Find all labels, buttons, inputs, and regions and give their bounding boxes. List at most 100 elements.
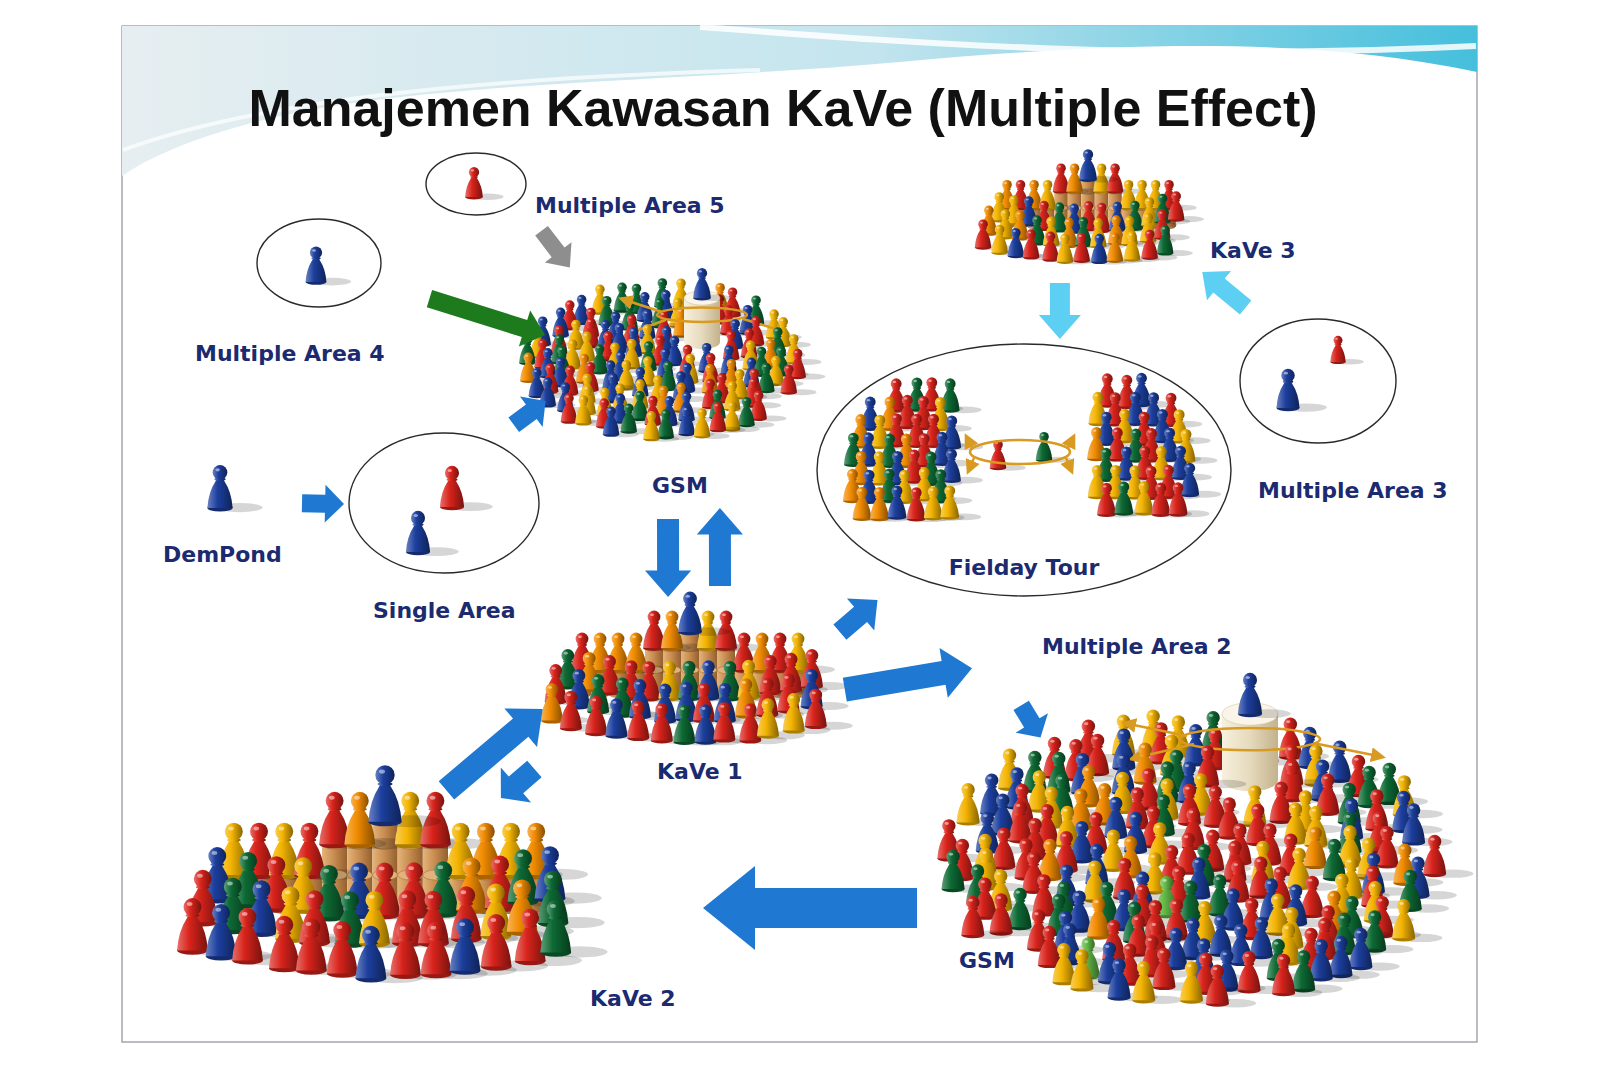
fieldday-ellipse: Fielday Tour [815, 342, 1233, 598]
pawn [780, 364, 816, 395]
pawn [1170, 409, 1211, 444]
node-label: Fielday Tour [949, 554, 1100, 582]
pawn [710, 402, 746, 433]
pawn [915, 467, 956, 502]
pawn [390, 922, 457, 979]
pawn [1107, 233, 1143, 264]
pawn [941, 378, 982, 413]
header-swoosh [700, 27, 1476, 52]
pawn [1238, 673, 1291, 718]
block-arrow [843, 648, 972, 701]
pawn [296, 918, 363, 975]
pawn [870, 487, 911, 522]
pawn [1157, 225, 1193, 256]
pawn [1114, 481, 1155, 516]
block-arrow [697, 508, 743, 586]
pawn [1423, 835, 1473, 878]
pawn [1057, 234, 1093, 265]
pawn [1008, 228, 1044, 259]
kave-crowd: KaVe 1 [545, 600, 830, 788]
pawn [908, 377, 949, 412]
block-arrow [302, 485, 344, 523]
pawn [657, 409, 693, 440]
pawn [1168, 191, 1204, 222]
pawn [1243, 785, 1293, 828]
dempond-pawn: DemPond [160, 455, 290, 575]
pawn [629, 679, 677, 720]
pawn [1164, 928, 1214, 971]
pawn [1151, 483, 1192, 518]
pawn [961, 896, 1011, 939]
gsm-crowd: GSM [940, 740, 1450, 1020]
pawn [327, 921, 394, 978]
pawn [579, 374, 615, 405]
slide-frame [122, 26, 1477, 1042]
pawn [713, 702, 761, 743]
pawn [942, 449, 983, 484]
block-arrow [645, 519, 691, 597]
pawn [888, 485, 929, 520]
pawn [1073, 233, 1109, 264]
pawn [1363, 910, 1413, 953]
pawn [1349, 928, 1399, 971]
pawn [805, 689, 853, 730]
pawn [750, 391, 786, 422]
pawn [1079, 149, 1118, 182]
pawn [1155, 876, 1205, 919]
pawn [451, 886, 518, 943]
pawn [1006, 195, 1042, 226]
pawn [651, 703, 699, 744]
block-arrow [833, 599, 877, 640]
pawn [853, 487, 894, 522]
pawn [1141, 230, 1177, 261]
header-wave [122, 26, 1477, 176]
pawn [306, 246, 352, 285]
pawn [735, 678, 783, 719]
pawn [418, 891, 485, 948]
area-circle: Multiple Area 3 [1235, 315, 1475, 510]
pawn [694, 408, 730, 439]
pawn [1292, 950, 1342, 993]
node-label: DemPond [163, 541, 282, 569]
pawn [1272, 954, 1322, 997]
kave-crowd: KaVe 3 [980, 145, 1320, 270]
outline-ellipse [426, 153, 526, 215]
area-pawn: Multiple Area 2 [975, 625, 1265, 695]
pawn [783, 693, 831, 734]
pawn-layer [177, 149, 1473, 1007]
pawn [789, 349, 825, 380]
pawn [991, 192, 1027, 223]
node-label: GSM [959, 947, 1015, 975]
gsm-crowd: GSM [548, 270, 810, 505]
pawn [1402, 803, 1452, 846]
pawn [269, 916, 336, 973]
orbit-ring [966, 436, 1074, 472]
pawn [465, 167, 503, 200]
outline-ellipse [257, 219, 381, 307]
pawn [1137, 768, 1187, 811]
pawn [1098, 373, 1139, 408]
outline-ellipse [1240, 319, 1396, 443]
pawn [942, 850, 992, 893]
outline [347, 432, 541, 627]
pawn [1108, 958, 1158, 1001]
pawn [1135, 446, 1176, 481]
pawn [207, 465, 262, 512]
pawn [1330, 336, 1364, 365]
pawn [643, 411, 679, 442]
pawn [1124, 231, 1160, 262]
pawn [607, 312, 643, 343]
pawn [1091, 234, 1127, 265]
pawn [261, 856, 328, 913]
pawn [678, 592, 730, 636]
pawn [1169, 482, 1210, 517]
pawn [1276, 369, 1326, 412]
pawn [1022, 852, 1072, 895]
pawn [785, 334, 821, 365]
pawn [368, 765, 441, 827]
node-label: KaVe 1 [657, 758, 743, 786]
pawn [940, 485, 981, 520]
outline-ellipse [817, 344, 1231, 596]
pawn [1154, 210, 1190, 241]
